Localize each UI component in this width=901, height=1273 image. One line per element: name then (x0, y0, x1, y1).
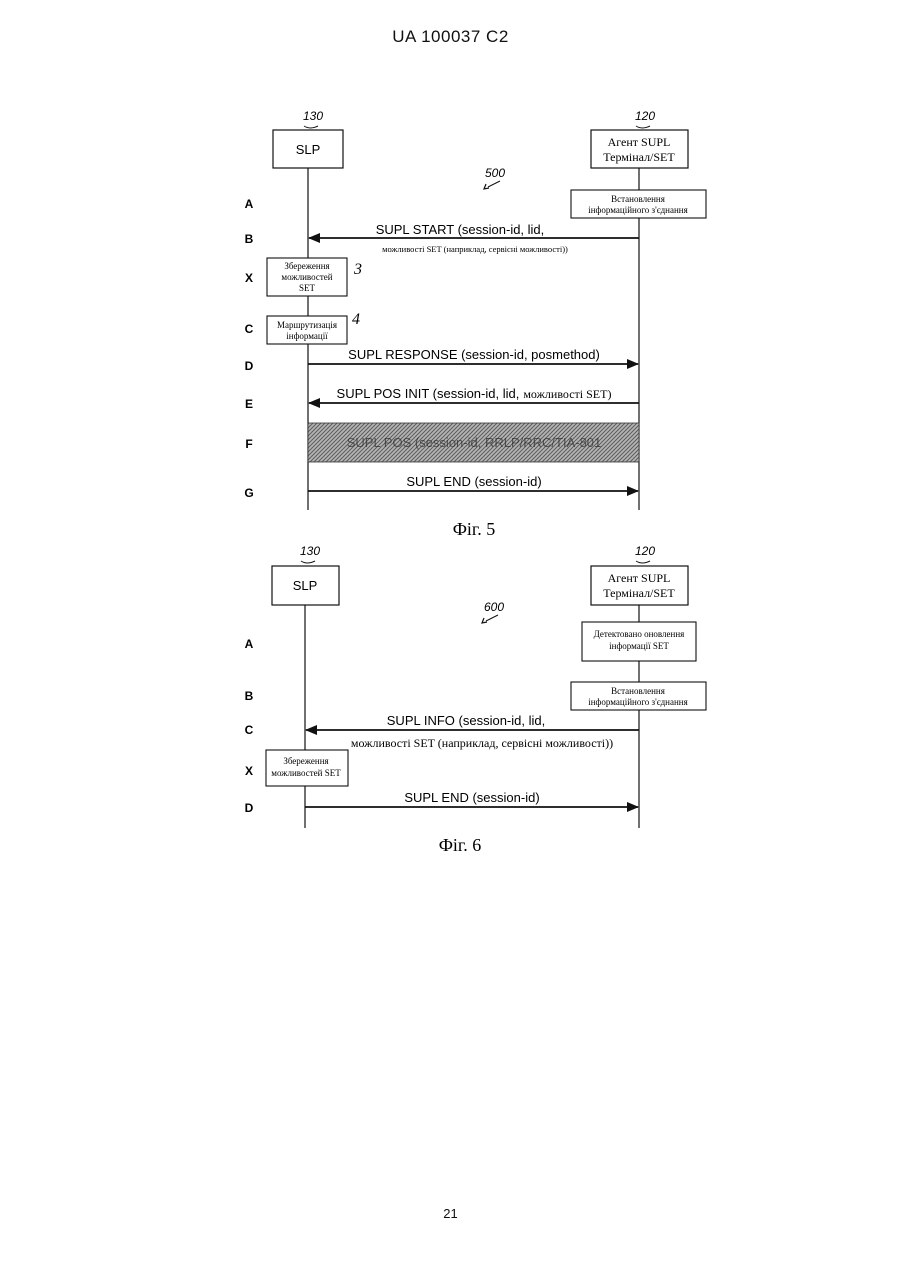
fig6-box-x-line1: Збереження (283, 756, 328, 766)
figure-6: 130 120 SLP Агент SUPL Термінал/SET 600 … (245, 544, 706, 855)
fig5-box-x-line3: SET (299, 283, 316, 293)
figure-5: 130 120 SLP Агент SUPL Термінал/SET 500 … (244, 109, 706, 539)
fig6-set-label-2: Термінал/SET (603, 586, 675, 600)
fig5-msg-e-label: SUPL POS INIT (session-id, lid,можливост… (337, 386, 612, 401)
fig5-msg-e-small: можливості SET) (523, 387, 611, 401)
fig5-right-ref-hook (636, 126, 650, 128)
fig5-msg-g-label: SUPL END (session-id) (406, 474, 541, 489)
fig5-row-b: B (245, 232, 254, 246)
fig5-ref: 500 (485, 166, 505, 180)
fig6-left-ref: 130 (300, 544, 320, 558)
fig6-box-a-line2: інформації SET (609, 641, 669, 651)
fig5-right-ref: 120 (635, 109, 655, 123)
fig6-box-b-line1: Встановлення (611, 686, 665, 696)
fig6-set-label-1: Агент SUPL (608, 571, 671, 585)
fig6-ref-arrow-shaft (486, 615, 498, 621)
fig6-ref: 600 (484, 600, 504, 614)
fig5-box-c-line2: інформації (286, 331, 328, 341)
fig5-row-c: C (245, 322, 254, 336)
fig5-msg-f-label: SUPL POS (session-id, RRLP/RRC/TIA-801 (347, 435, 602, 450)
fig5-msg-d-label: SUPL RESPONSE (session-id, posmethod) (348, 347, 600, 362)
fig6-box-b-line2: інформаційного з'єднання (588, 697, 688, 707)
fig6-caption: Фіг. 6 (439, 835, 482, 855)
fig6-slp-label: SLP (293, 578, 318, 593)
fig5-slp-label: SLP (296, 142, 321, 157)
fig6-row-a: A (245, 637, 254, 651)
fig5-msg-e-bold: SUPL POS INIT (session-id, lid, (337, 386, 520, 401)
fig6-box-x-line2: можливостей SET (271, 768, 341, 778)
page-number: 21 (0, 1206, 901, 1221)
fig5-left-ref: 130 (303, 109, 323, 123)
fig5-box-c-line1: Маршрутизація (277, 320, 337, 330)
fig5-msg-b-label: SUPL START (session-id, lid, (376, 222, 545, 237)
fig5-row-a: A (245, 197, 254, 211)
fig6-row-x: X (245, 764, 253, 778)
fig6-msg-c-sub: можливості SET (наприклад, сервісні можл… (351, 736, 613, 750)
fig5-row-x: X (245, 271, 253, 285)
fig6-row-d: D (245, 801, 254, 815)
fig5-box-x-line2: можливостей (281, 272, 332, 282)
fig6-box-a-line1: Детектовано оновлення (594, 629, 685, 639)
fig5-set-label-2: Термінал/SET (603, 150, 675, 164)
fig6-row-c: C (245, 723, 254, 737)
fig6-right-ref-hook (636, 561, 650, 563)
fig5-annot-3: 3 (353, 261, 362, 278)
fig6-row-b: B (245, 689, 254, 703)
fig5-row-g: G (244, 486, 253, 500)
fig5-msg-b-sub: можливості SET (наприклад, сервісні можл… (382, 244, 568, 254)
fig5-box-a-line2: інформаційного з'єднання (588, 205, 688, 215)
fig5-box-x-line1: Збереження (284, 261, 329, 271)
fig5-row-d: D (245, 359, 254, 373)
fig5-set-label-1: Агент SUPL (608, 135, 671, 149)
fig5-row-e: E (245, 397, 253, 411)
fig5-annot-4: 4 (352, 311, 360, 328)
fig6-msg-c-label: SUPL INFO (session-id, lid, (387, 713, 545, 728)
fig6-right-ref: 120 (635, 544, 655, 558)
fig5-caption: Фіг. 5 (453, 519, 496, 539)
fig5-row-f: F (245, 437, 252, 451)
fig6-msg-d-label: SUPL END (session-id) (404, 790, 539, 805)
fig5-box-a-line1: Встановлення (611, 194, 665, 204)
fig5-ref-arrow-shaft (488, 181, 500, 187)
fig6-left-ref-hook (301, 561, 315, 563)
fig5-left-ref-hook (304, 126, 318, 128)
